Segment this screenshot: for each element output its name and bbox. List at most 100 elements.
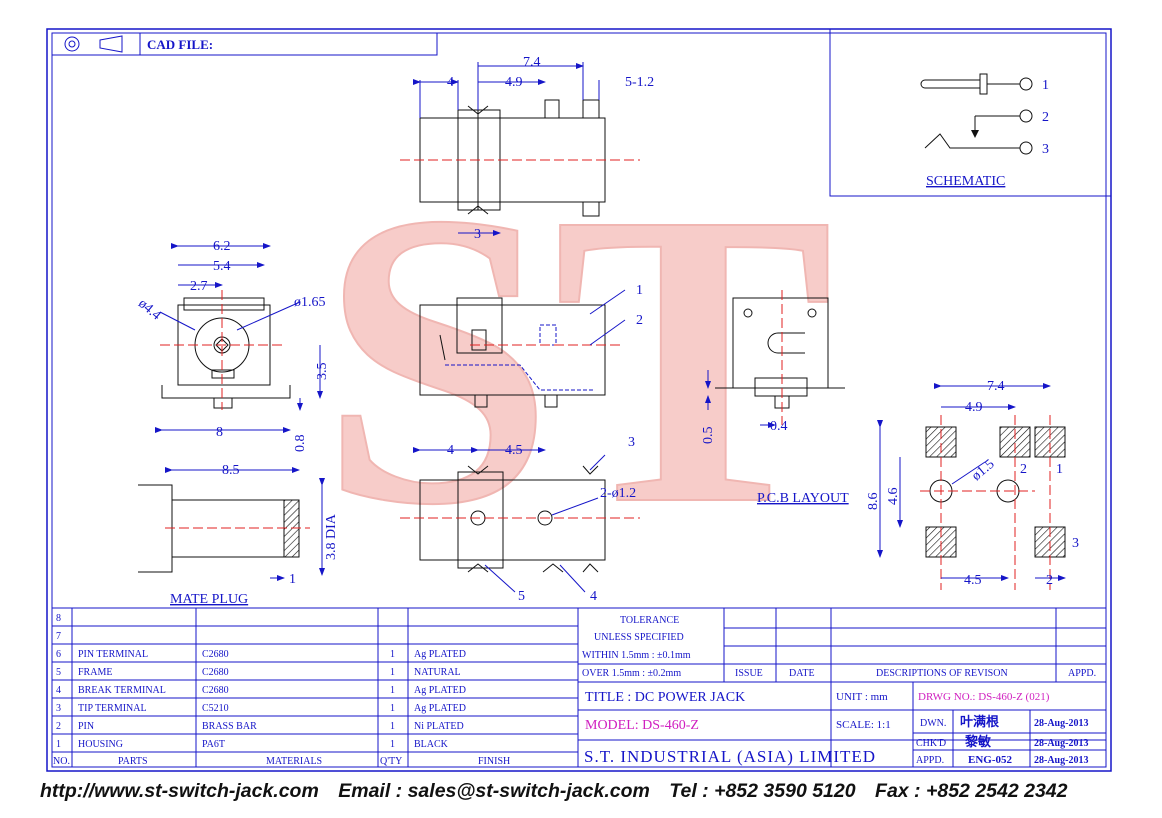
projection-symbol-icon — [64, 36, 80, 52]
bom-row-3-finish: Ag PLATED — [414, 703, 466, 714]
bom-row-6-finish: Ag PLATED — [414, 649, 466, 660]
st-watermark: ST — [319, 125, 835, 592]
dim-plug-1: 1 — [289, 572, 296, 587]
bom-header-parts: PARTS — [118, 756, 148, 767]
top-view — [400, 99, 640, 217]
bom-row-4-qty: 1 — [390, 685, 395, 696]
tolerance-sub: UNLESS SPECIFIED — [594, 632, 684, 643]
callout-1: 1 — [636, 283, 643, 298]
pcb-dims — [877, 383, 1066, 581]
dim-front-phi1-65: ø1.65 — [294, 295, 326, 310]
appd-name: ENG-052 — [968, 754, 1013, 766]
bom-header-no: NO. — [53, 756, 70, 767]
bom-row-5-qty: 1 — [390, 667, 395, 678]
dwn-label: DWN. — [920, 718, 946, 729]
tolerance-within: WITHIN 1.5mm : ±0.1mm — [582, 650, 691, 661]
bom-row-5-finish: NATURAL — [414, 667, 461, 678]
date-header: DATE — [789, 668, 815, 679]
title-block — [52, 607, 1106, 767]
dim-top-4-9: 4.9 — [505, 75, 523, 90]
dim-bottom-4: 4 — [447, 443, 454, 458]
dwn-name: 叶满根 — [960, 714, 1000, 729]
callout-5: 5 — [518, 589, 525, 604]
dim-front-0-8: 0.8 — [293, 435, 308, 453]
schematic-pin-2: 2 — [1042, 110, 1049, 125]
mate-plug-label: MATE PLUG — [170, 592, 248, 607]
telephone-text: Tel : +852 3590 5120 — [669, 780, 856, 802]
pcb-pin-3: 3 — [1072, 536, 1079, 551]
bom-row-5-material: C2680 — [202, 667, 229, 678]
bom-row-6-no: 6 — [56, 649, 61, 660]
bottom-view-dims — [413, 447, 606, 593]
callout-4: 4 — [590, 589, 597, 604]
bom-row-1-part: HOUSING — [78, 739, 123, 750]
bom-row-4-finish: Ag PLATED — [414, 685, 466, 696]
unit-label: UNIT : mm — [836, 691, 888, 703]
chkd-date: 28-Aug-2013 — [1034, 738, 1088, 749]
bom-row-3-material: C5210 — [202, 703, 229, 714]
front-view — [160, 290, 291, 410]
dim-plug-8-5: 8.5 — [222, 463, 240, 478]
outer-border — [46, 28, 1112, 772]
scale-label: SCALE: 1:1 — [836, 719, 891, 731]
website-link[interactable]: http://www.st-switch-jack.com — [40, 780, 319, 802]
bom-row-4-no: 4 — [56, 685, 61, 696]
bom-row-2-no: 2 — [56, 721, 61, 732]
contact-footer: http://www.st-switch-jack.com Email : sa… — [40, 780, 1150, 803]
bom-row-4-part: BREAK TERMINAL — [78, 685, 166, 696]
dim-pcb-2: 2 — [1046, 573, 1053, 588]
right-side-view — [715, 290, 845, 425]
dim-pcb-phi1-5: ø1.5 — [969, 457, 997, 484]
fax-text: Fax : +852 2542 2342 — [875, 780, 1068, 802]
descriptions-header: DESCRIPTIONS OF REVISON — [876, 668, 1008, 679]
dim-pcb-8-6: 8.6 — [866, 493, 881, 511]
side-callouts — [589, 289, 626, 346]
chkd-name: 黎敏 — [965, 734, 992, 749]
bom-header-qty: Q'TY — [380, 756, 402, 767]
bom-row-7-no: 7 — [56, 631, 61, 642]
bom-row-5-no: 5 — [56, 667, 61, 678]
bom-row-2-part: PIN — [78, 721, 94, 732]
drawing-title: TITLE : DC POWER JACK — [585, 690, 745, 705]
bom-row-6-qty: 1 — [390, 649, 395, 660]
model-label: MODEL: DS-460-Z — [585, 718, 699, 733]
tolerance-title: TOLERANCE — [620, 615, 679, 626]
bom-row-3-qty: 1 — [390, 703, 395, 714]
pcb-layout-label: P.C.B LAYOUT — [757, 491, 849, 506]
issue-header: ISSUE — [735, 668, 763, 679]
bom-row-4-material: C2680 — [202, 685, 229, 696]
bom-row-1-finish: BLACK — [414, 739, 449, 750]
company-name: S.T. INDUSTRIAL (ASIA) LIMITED — [584, 747, 876, 766]
dim-bottom-4-5: 4.5 — [505, 443, 523, 458]
dim-front-3-5: 3.5 — [315, 363, 330, 381]
bom-header-finish: FINISH — [478, 756, 510, 767]
schematic-pin-3: 3 — [1042, 142, 1049, 157]
callout-3-top: 3 — [628, 435, 635, 450]
chkd-label: CHK'D — [916, 738, 946, 749]
cad-file-label: CAD FILE: — [147, 37, 213, 52]
email-link[interactable]: Email : sales@st-switch-jack.com — [338, 780, 650, 802]
pcb-layout — [920, 415, 1066, 590]
bom-row-6-part: PIN TERMINAL — [78, 649, 148, 660]
appd-header: APPD. — [1068, 668, 1096, 679]
schematic-box: 1 2 3 SCHEMATIC — [829, 28, 1112, 197]
dim-side-0-4: 0.4 — [770, 419, 788, 434]
bom-row-1-no: 1 — [56, 739, 61, 750]
bom-row-2-material: BRASS BAR — [202, 721, 257, 732]
dim-top-5-1-2: 5-1.2 — [625, 75, 654, 90]
watermark-s: ST — [320, 126, 834, 591]
bom-row-1-material: PA6T — [202, 739, 225, 750]
mate-plug — [138, 484, 310, 573]
dim-top-7-4: 7.4 — [523, 55, 541, 70]
appd-date: 28-Aug-2013 — [1034, 755, 1088, 766]
dim-front-6-2: 6.2 — [213, 239, 231, 254]
callout-2: 2 — [636, 313, 643, 328]
dim-plug-3-8: 3.8 DIA — [324, 513, 339, 560]
dim-front-5-4: 5.4 — [213, 259, 231, 274]
tolerance-over: OVER 1.5mm : ±0.2mm — [582, 668, 681, 679]
revision-block: TOLERANCE UNLESS SPECIFIED WITHIN 1.5mm … — [582, 615, 1096, 679]
pcb-pin-1: 1 — [1056, 462, 1063, 477]
side-section-view — [419, 297, 620, 408]
drawing-number: DRWG NO.: DS-460-Z (021) — [918, 691, 1050, 703]
